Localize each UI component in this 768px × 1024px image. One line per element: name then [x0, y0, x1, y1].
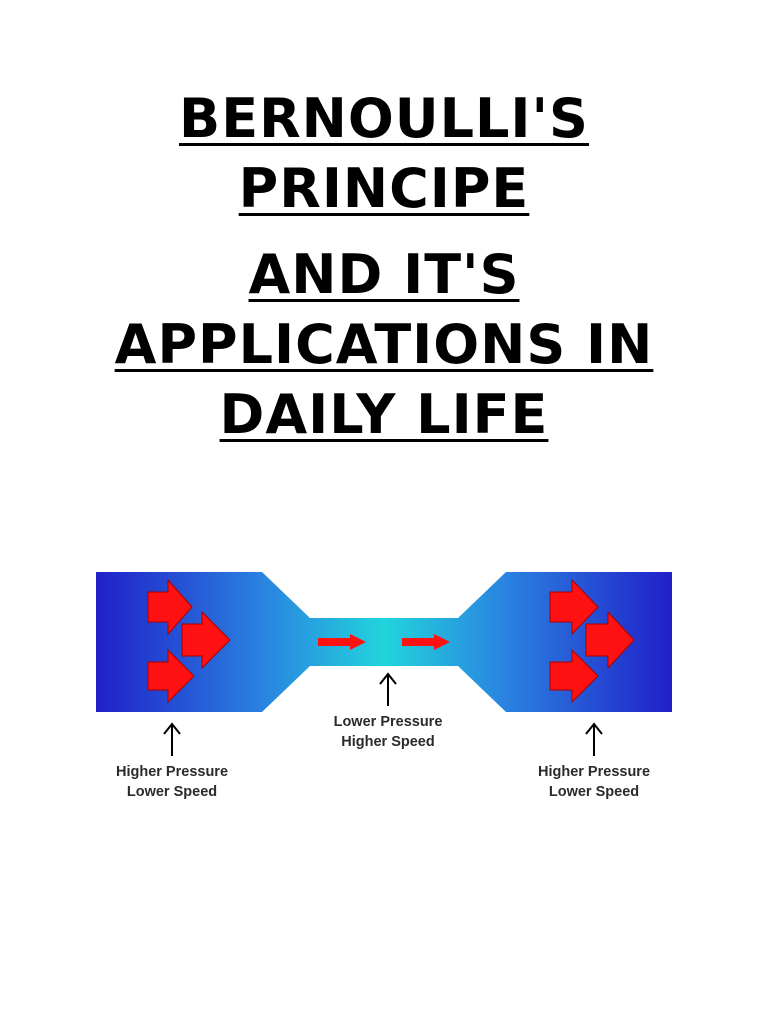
flow-arrow-right-bottom [549, 648, 599, 704]
label-right-speed: Lower Speed [549, 784, 639, 800]
bernoulli-pipe-diagram: Higher Pressure Lower Speed Lower Pressu… [96, 572, 672, 812]
flow-arrow-center-right [402, 634, 450, 650]
pipe-illustration: Higher Pressure Lower Speed Lower Pressu… [96, 572, 672, 800]
flow-arrow-right-top [549, 578, 599, 636]
flow-arrow-right-middle [585, 610, 635, 670]
pointer-arrow-right-icon [585, 722, 603, 756]
flow-arrow-left-bottom [147, 648, 195, 704]
title-line-5: DAILY LIFE [219, 383, 549, 446]
document-title: BERNOULLI'S PRINCIPE AND IT'S APPLICATIO… [0, 84, 768, 450]
title-line-1: BERNOULLI'S [179, 87, 589, 150]
pointer-arrow-center-icon [379, 672, 397, 706]
label-left-pressure: Higher Pressure [116, 764, 228, 780]
label-center-pressure: Lower Pressure [334, 714, 443, 730]
label-left-speed: Lower Speed [127, 784, 217, 800]
flow-arrow-left-middle [181, 610, 231, 670]
title-line-2: PRINCIPE [238, 157, 530, 220]
label-right-pressure: Higher Pressure [538, 764, 650, 780]
pipe-body [96, 572, 672, 712]
flow-arrow-center-left [318, 634, 366, 650]
title-line-3: AND IT'S [248, 243, 520, 306]
title-line-4: APPLICATIONS IN [114, 313, 654, 376]
pointer-arrow-left-icon [163, 722, 181, 756]
label-center-speed: Higher Speed [341, 734, 434, 750]
flow-arrow-left-top [147, 578, 193, 636]
